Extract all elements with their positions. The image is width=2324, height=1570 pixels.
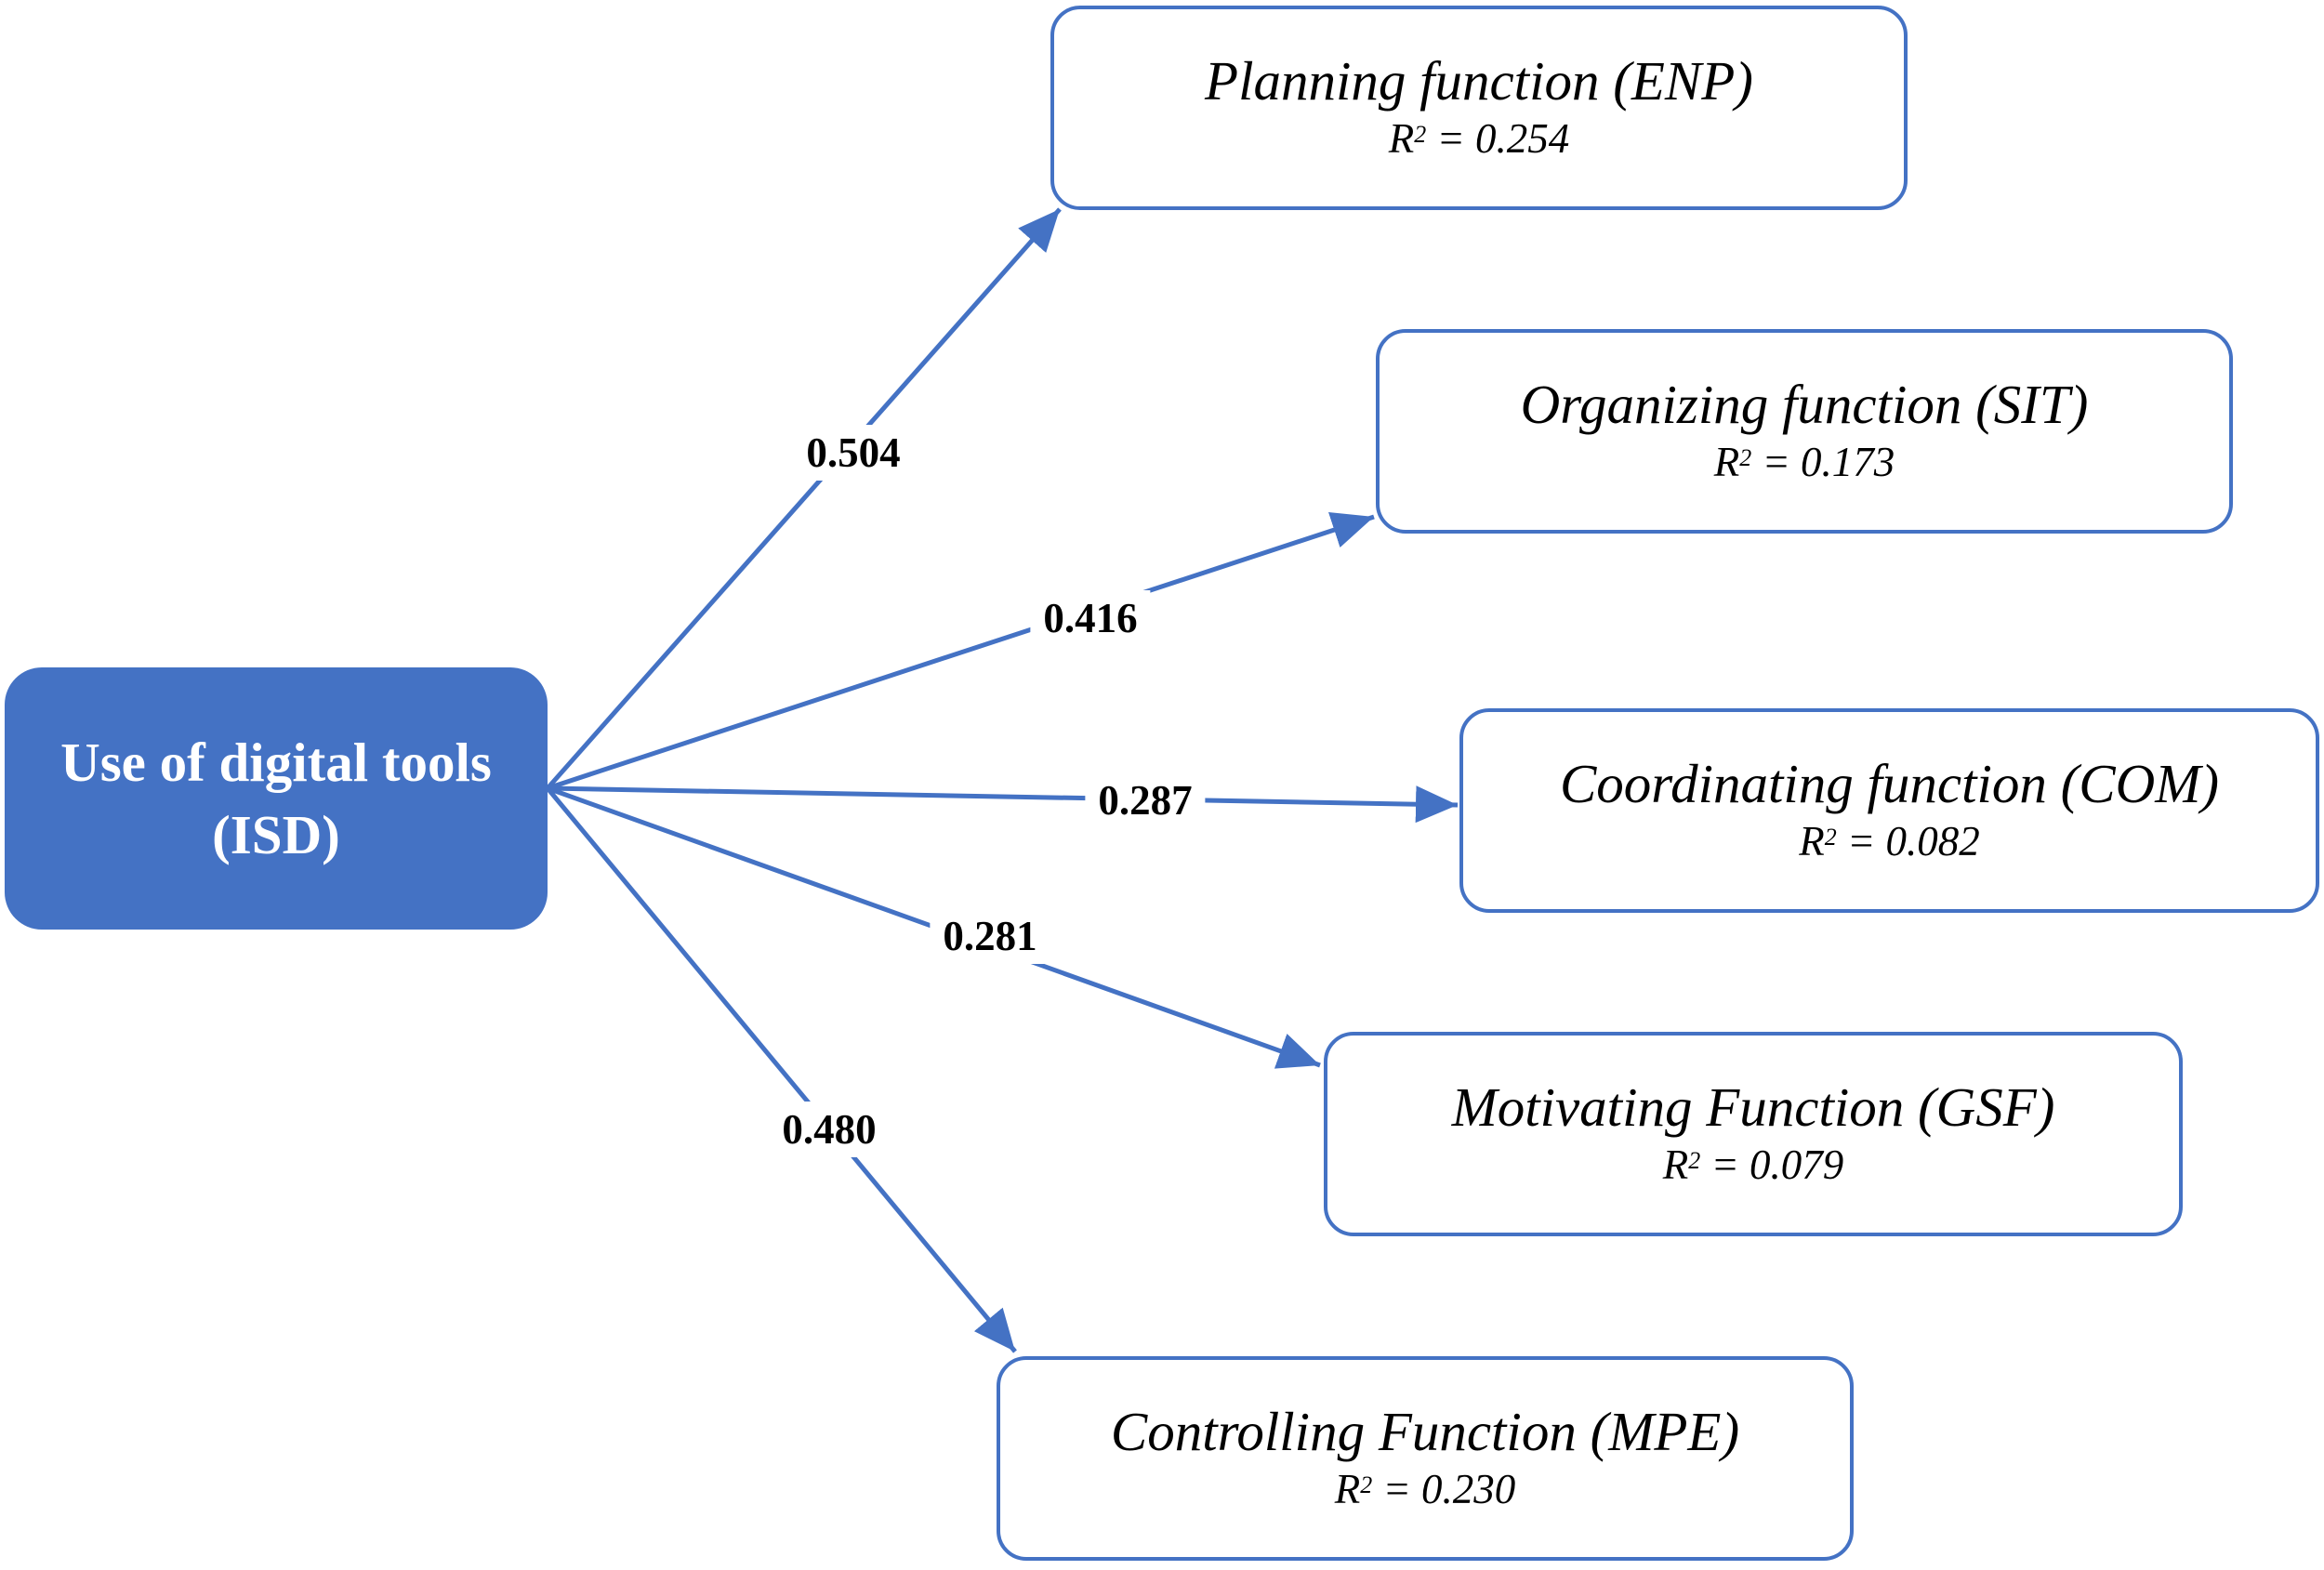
target-node-enp: Planning function (ENP) R2 = 0.254 xyxy=(1050,6,1908,210)
target-node-gsf: Motivating Function (GSF) R2 = 0.079 xyxy=(1324,1032,2183,1236)
r-squared-symbol: R xyxy=(1388,115,1415,162)
r-squared-symbol: R xyxy=(1799,818,1825,864)
path-arrow-mpe xyxy=(546,786,1017,1353)
path-coefficient-gsf: 0.281 xyxy=(930,908,1050,964)
r-squared-value: = 0.079 xyxy=(1710,1141,1844,1188)
path-coefficient-com: 0.287 xyxy=(1085,772,1206,828)
target-title: Coordinating function (COM) xyxy=(1559,753,2220,814)
target-title: Motivating Function (GSF) xyxy=(1451,1076,2055,1138)
r-squared-label: R2 = 0.079 xyxy=(1663,1138,1844,1192)
r-squared-symbol: R xyxy=(1713,439,1740,485)
target-title: Controlling Function (MPE) xyxy=(1110,1401,1740,1462)
r-squared-value: = 0.254 xyxy=(1436,115,1570,162)
r-squared-exponent: 2 xyxy=(1739,444,1752,471)
target-title: Planning function (ENP) xyxy=(1205,50,1753,112)
r-squared-exponent: 2 xyxy=(1360,1471,1373,1498)
r-squared-exponent: 2 xyxy=(1688,1147,1701,1174)
r-squared-value: = 0.230 xyxy=(1382,1466,1516,1512)
target-node-com: Coordinating function (COM) R2 = 0.082 xyxy=(1459,708,2319,913)
target-title: Organizing function (SIT) xyxy=(1520,374,2089,435)
source-label-line2: (ISD) xyxy=(212,804,340,865)
path-coefficient-enp: 0.504 xyxy=(793,425,914,481)
r-squared-exponent: 2 xyxy=(1414,121,1427,148)
source-label-line1: Use of digital tools xyxy=(60,732,492,793)
r-squared-label: R2 = 0.254 xyxy=(1389,112,1570,165)
target-node-sit: Organizing function (SIT) R2 = 0.173 xyxy=(1376,329,2233,534)
r-squared-symbol: R xyxy=(1334,1466,1361,1512)
target-node-mpe: Controlling Function (MPE) R2 = 0.230 xyxy=(997,1356,1854,1561)
r-squared-symbol: R xyxy=(1662,1141,1689,1188)
source-node-isd: Use of digital tools (ISD) xyxy=(5,667,548,930)
path-arrow-sit xyxy=(547,512,1375,791)
path-coefficient-mpe: 0.480 xyxy=(769,1102,890,1157)
r-squared-exponent: 2 xyxy=(1824,824,1837,851)
r-squared-label: R2 = 0.230 xyxy=(1335,1462,1516,1516)
path-coefficient-sit: 0.416 xyxy=(1030,590,1151,646)
r-squared-value: = 0.173 xyxy=(1762,439,1895,485)
path-arrow-com xyxy=(547,785,1459,824)
r-squared-label: R2 = 0.082 xyxy=(1799,814,1980,868)
r-squared-label: R2 = 0.173 xyxy=(1714,435,1895,489)
r-squared-value: = 0.082 xyxy=(1846,818,1980,864)
path-arrow-enp xyxy=(546,207,1062,790)
